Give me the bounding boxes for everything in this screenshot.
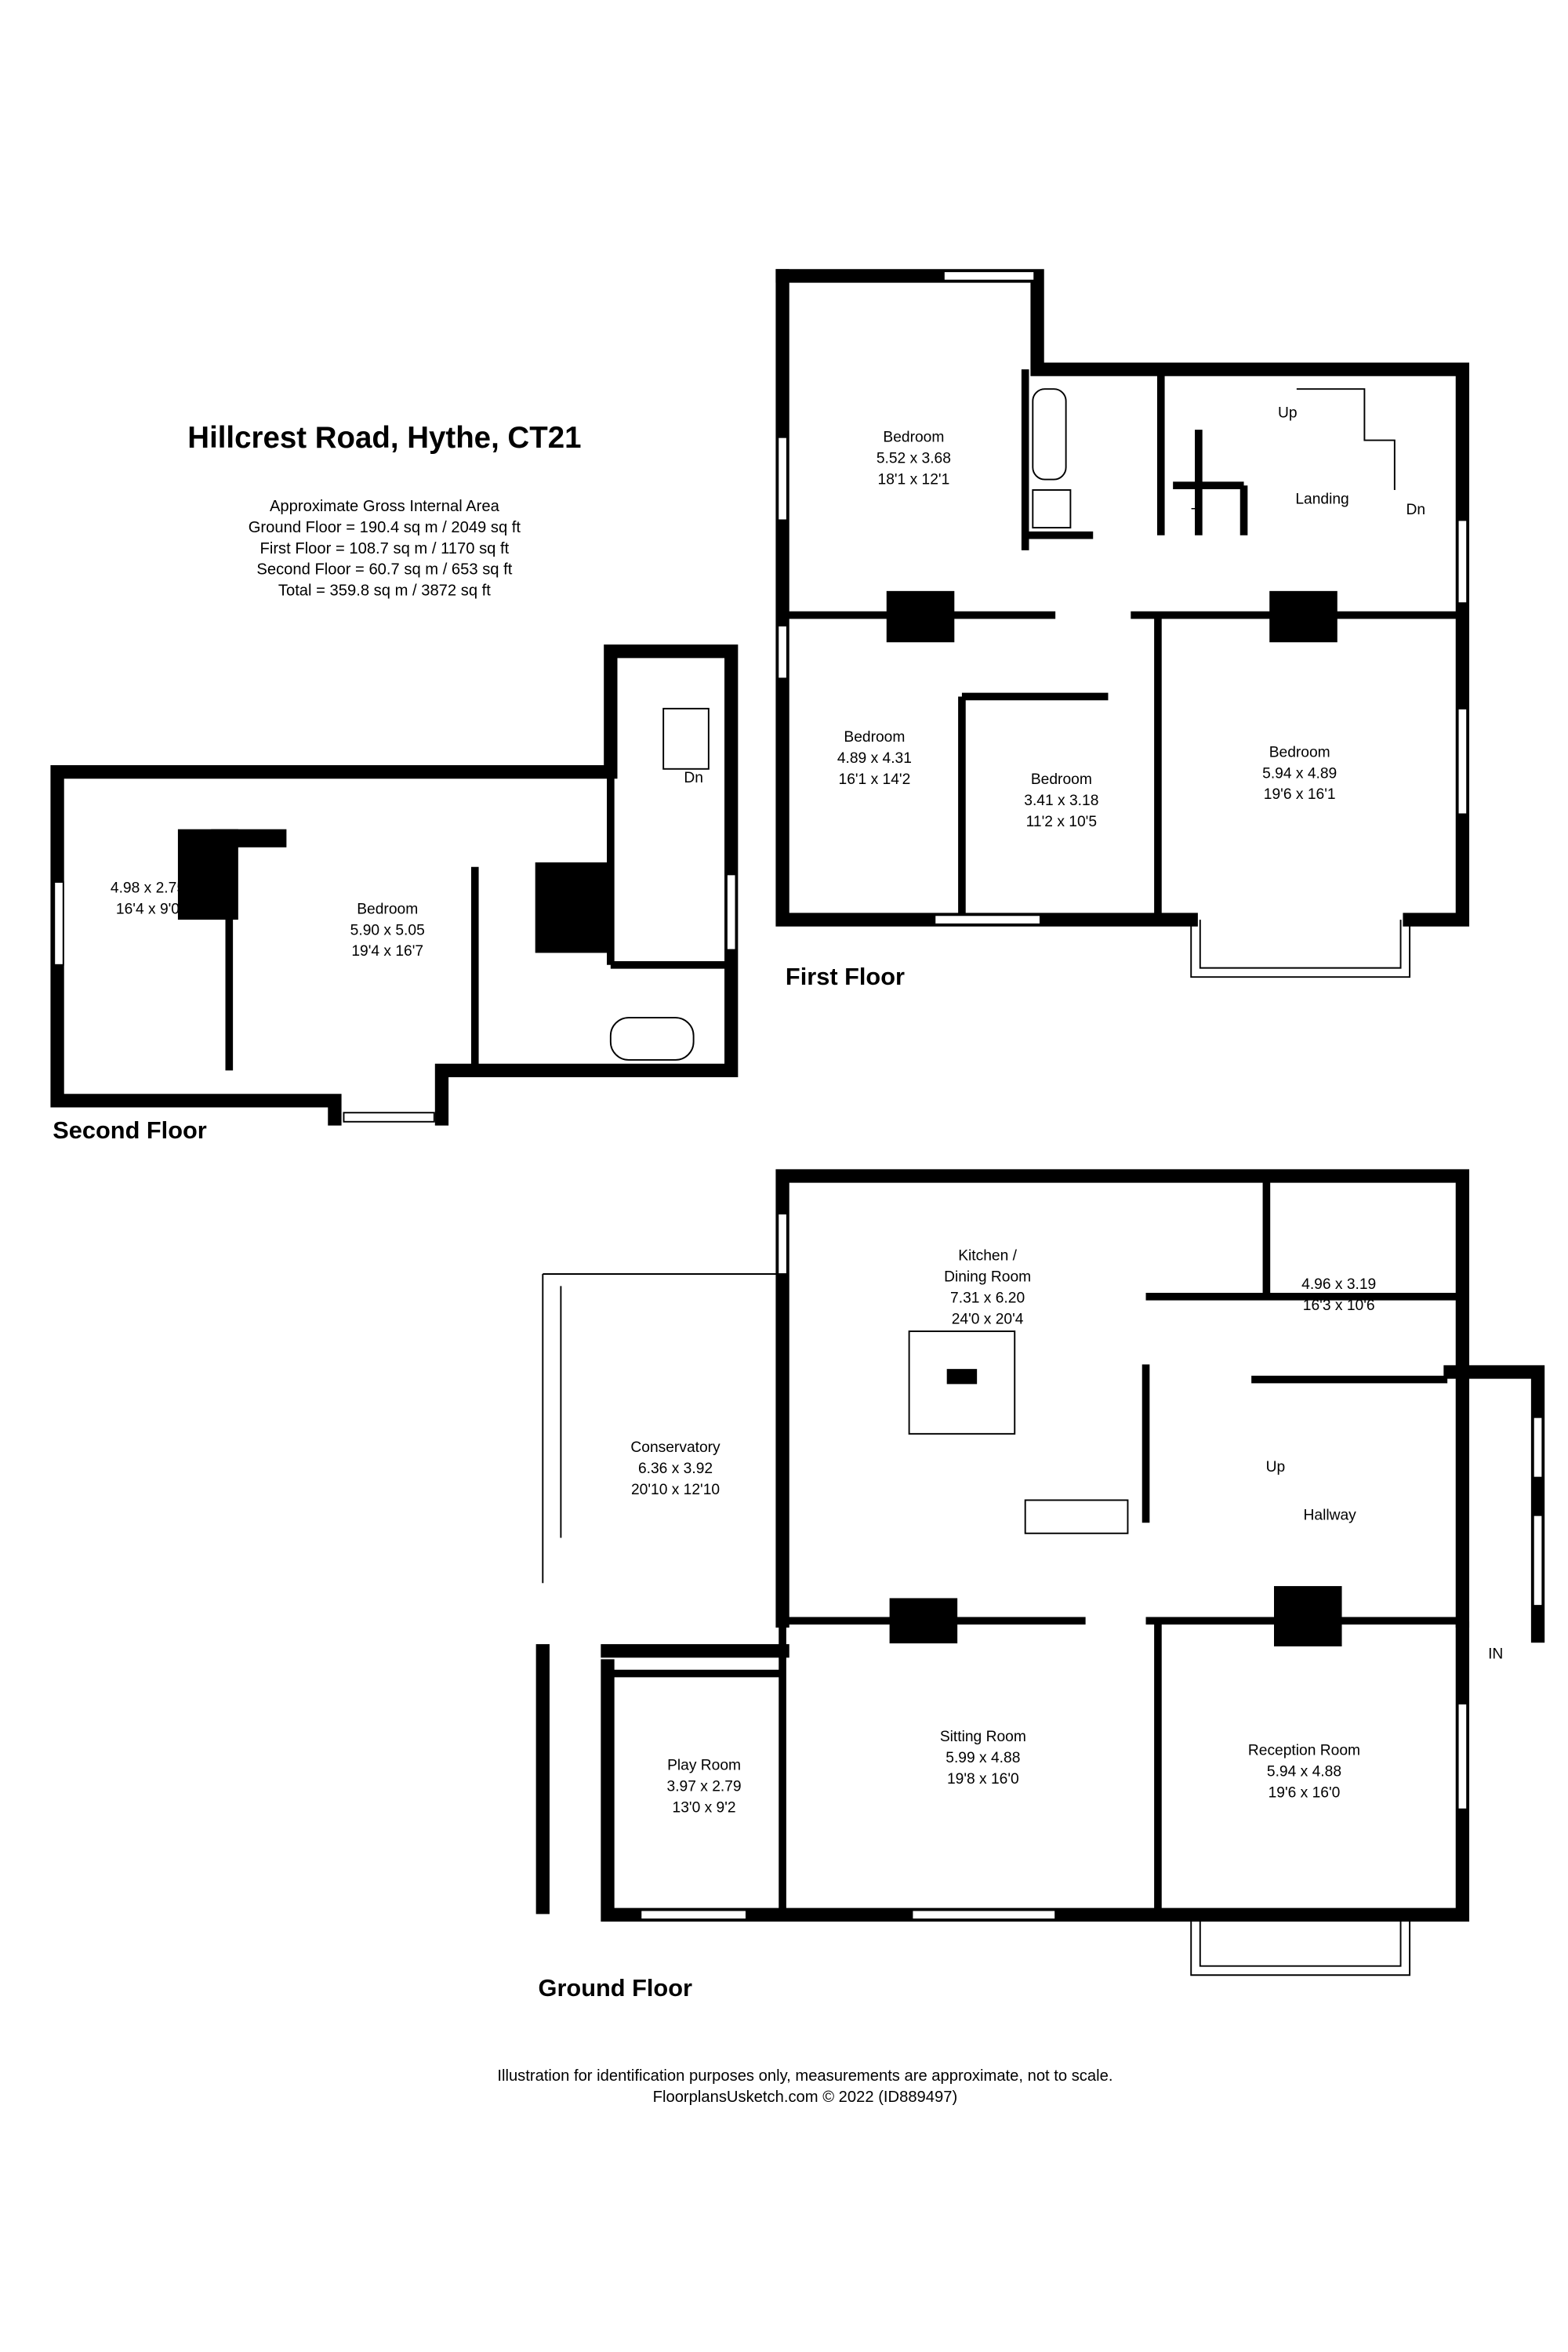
room-dimensions-imperial: 19'6 x 16'1 xyxy=(1264,786,1336,803)
room-dimensions-metric: 5.90 x 5.05 xyxy=(350,922,425,938)
area-total: Total = 359.8 sq m / 3872 sq ft xyxy=(278,583,491,600)
tank-label: T xyxy=(1191,506,1200,523)
room-name-kitchen: Kitchen / xyxy=(958,1248,1017,1265)
room-dimensions-imperial: 16'3 x 10'6 xyxy=(1303,1298,1375,1314)
room-dimensions-imperial: 19'4 x 16'7 xyxy=(351,943,423,960)
stairs-down-label: Dn xyxy=(684,770,703,786)
room-name-bedroom: Bedroom xyxy=(844,729,905,746)
first-floor-plan: Bedroom 5.52 x 3.68 18'1 x 12'1 Landing … xyxy=(775,269,1470,990)
room-dimensions-metric: 4.96 x 3.19 xyxy=(1301,1276,1376,1293)
floor-label-ground: Ground Floor xyxy=(539,1974,692,2002)
floor-label-second: Second Floor xyxy=(53,1116,207,1144)
second-floor-plan: 4.98 x 2.75 16'4 x 9'0 Bedroom 5.90 x 5.… xyxy=(50,644,739,1144)
area-first: First Floor = 108.7 sq m / 1170 sq ft xyxy=(260,540,510,557)
room-dimensions-metric: 5.94 x 4.88 xyxy=(1267,1763,1341,1780)
room-name-landing: Landing xyxy=(1295,491,1348,507)
room-dimensions-imperial: 19'6 x 16'0 xyxy=(1269,1784,1341,1801)
room-dimensions-imperial: 19'8 x 16'0 xyxy=(947,1771,1019,1788)
room-name-bedroom: Bedroom xyxy=(357,901,418,917)
room-dimensions-imperial: 13'0 x 9'2 xyxy=(673,1800,736,1817)
credit: FloorplansUsketch.com © 2022 (ID889497) xyxy=(653,2089,958,2106)
room-dimensions-metric: 5.94 x 4.89 xyxy=(1262,765,1337,782)
stairs-up-label: Up xyxy=(1266,1459,1286,1475)
stairs-up-label: Up xyxy=(1278,405,1298,422)
room-dimensions-imperial: 16'1 x 14'2 xyxy=(839,771,911,788)
room-dimensions-imperial: 16'4 x 9'0 xyxy=(116,901,180,917)
stairs-down-label: Dn xyxy=(1406,502,1425,518)
room-dimensions-imperial: 18'1 x 12'1 xyxy=(878,471,950,488)
floor-label-first: First Floor xyxy=(786,963,905,990)
room-dimensions-metric: 7.31 x 6.20 xyxy=(950,1290,1025,1307)
room-dimensions-metric: 5.52 x 3.68 xyxy=(877,450,951,466)
ground-floor-plan: Kitchen / Dining Room 7.31 x 6.20 24'0 x… xyxy=(535,1169,1545,2002)
room-dimensions-metric: 4.98 x 2.75 xyxy=(111,880,185,896)
disclaimer: Illustration for identification purposes… xyxy=(497,2067,1112,2085)
room-dimensions-metric: 6.36 x 3.92 xyxy=(638,1461,713,1477)
room-name-bedroom: Bedroom xyxy=(1269,744,1330,760)
room-name-dining-room: Dining Room xyxy=(944,1269,1031,1286)
room-name-sitting-room: Sitting Room xyxy=(940,1729,1026,1745)
room-name-conservatory: Conservatory xyxy=(630,1439,720,1456)
area-summary: Approximate Gross Internal Area Ground F… xyxy=(249,498,521,600)
room-dimensions-metric: 3.97 x 2.79 xyxy=(667,1779,742,1795)
room-dimensions-imperial: 20'10 x 12'10 xyxy=(631,1482,720,1498)
room-dimensions-imperial: 24'0 x 20'4 xyxy=(952,1311,1024,1327)
room-dimensions-metric: 3.41 x 3.18 xyxy=(1024,793,1098,809)
property-title: Hillcrest Road, Hythe, CT21 xyxy=(187,421,581,455)
area-ground: Ground Floor = 190.4 sq m / 2049 sq ft xyxy=(249,519,521,536)
room-dimensions-imperial: 11'2 x 10'5 xyxy=(1026,814,1097,830)
room-name-reception-room: Reception Room xyxy=(1248,1742,1360,1759)
area-second: Second Floor = 60.7 sq m / 653 sq ft xyxy=(256,561,512,579)
room-dimensions-metric: 5.99 x 4.88 xyxy=(946,1750,1020,1766)
room-name-bedroom: Bedroom xyxy=(1031,771,1092,788)
room-dimensions-metric: 4.89 x 4.31 xyxy=(837,750,912,767)
area-heading: Approximate Gross Internal Area xyxy=(270,498,500,515)
entrance-label: IN xyxy=(1488,1646,1503,1662)
room-name-bedroom: Bedroom xyxy=(883,429,944,445)
room-name-hallway: Hallway xyxy=(1304,1507,1357,1523)
room-name-play-room: Play Room xyxy=(667,1758,741,1774)
